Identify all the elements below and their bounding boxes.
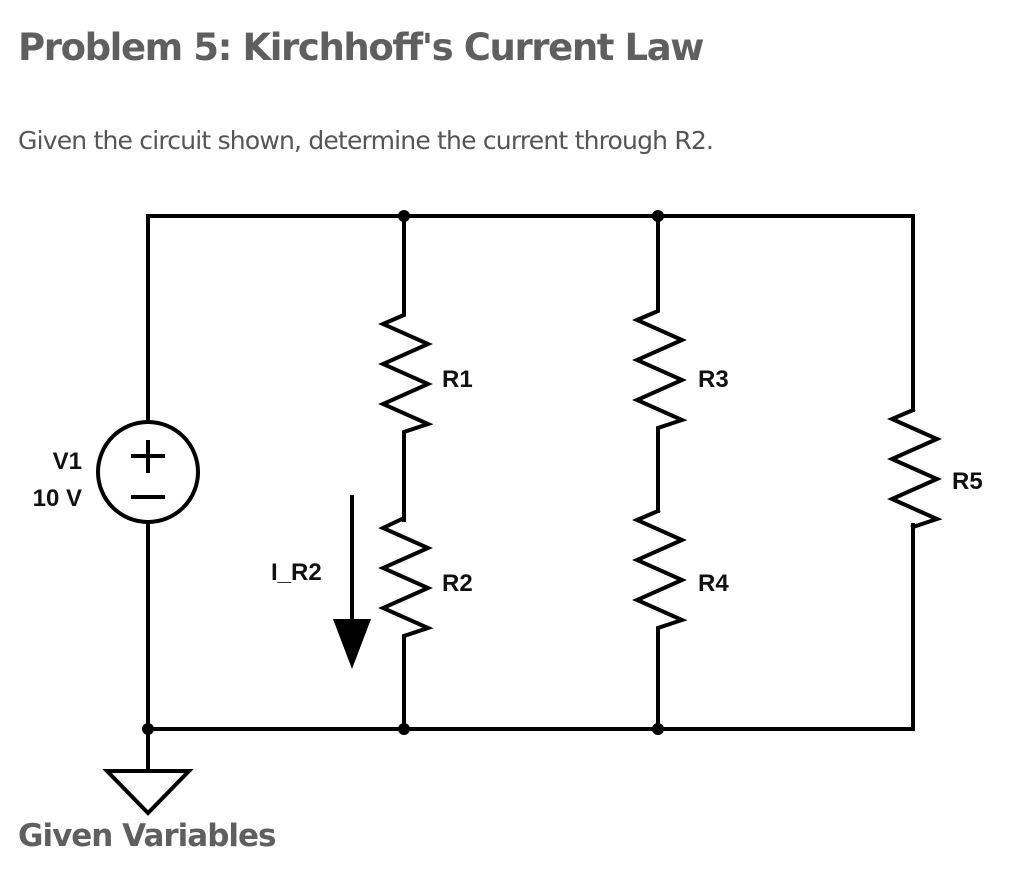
node-dot — [652, 723, 664, 735]
voltage-source-v1 — [96, 420, 200, 524]
label-r2: R2 — [442, 570, 473, 597]
node-dot — [652, 210, 664, 222]
ground-icon — [102, 727, 194, 816]
resistor-r4 — [632, 508, 688, 731]
wire-top-left — [146, 214, 406, 424]
resistor-r5 — [887, 407, 943, 530]
problem-prompt: Given the circuit shown, determine the c… — [18, 126, 714, 155]
node-dot — [142, 723, 154, 735]
node-dot — [398, 723, 410, 735]
label-r4: R4 — [698, 570, 729, 597]
given-variables-heading: Given Variables — [18, 818, 277, 854]
label-current: I_R2 — [271, 559, 322, 586]
label-r1: R1 — [442, 366, 473, 393]
wire-top-right — [656, 214, 915, 412]
page-title: Problem 5: Kirchhoff's Current Law — [18, 26, 704, 69]
label-v1-value: 10 V — [33, 485, 82, 512]
node-dot — [398, 210, 410, 222]
label-r5: R5 — [952, 468, 983, 495]
label-r3: R3 — [698, 366, 729, 393]
label-v1-name: V1 — [53, 448, 82, 475]
resistor-r2 — [378, 514, 434, 731]
wire-right-lower — [656, 523, 915, 731]
resistor-r3 — [632, 214, 688, 513]
resistor-r1 — [378, 214, 434, 522]
current-arrow-icon — [333, 495, 371, 669]
